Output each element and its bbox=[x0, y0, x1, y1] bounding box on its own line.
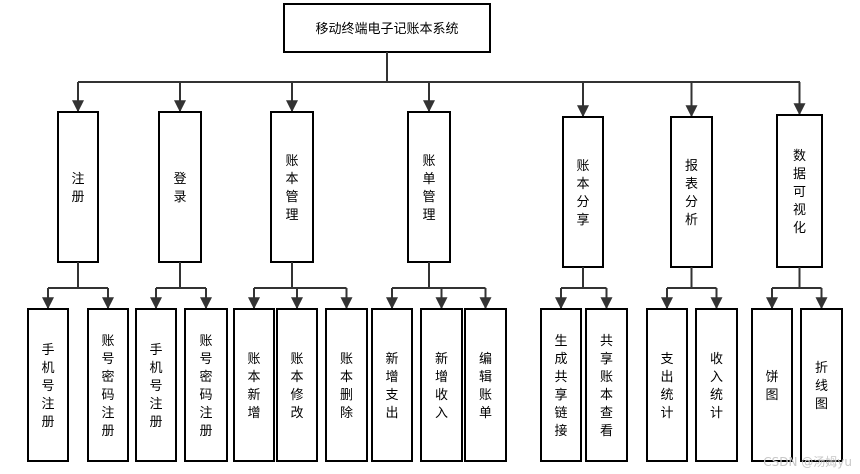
module-label: 账单管理 bbox=[422, 154, 435, 223]
submodule-label: 手机号注册 bbox=[149, 343, 162, 430]
submodule-box bbox=[420, 308, 463, 462]
submodule-label: 共享账本查看 bbox=[600, 334, 613, 439]
submodule-label: 账本删除 bbox=[340, 352, 353, 421]
submodule-box bbox=[325, 308, 368, 462]
submodule-label: 账号密码注册 bbox=[199, 334, 212, 439]
submodule-box bbox=[233, 308, 275, 462]
root-box bbox=[283, 3, 491, 53]
submodule-label: 新增收入 bbox=[435, 351, 448, 421]
root-label: 移动终端电子记账本系统 bbox=[315, 21, 458, 37]
submodule-label: 新增支出 bbox=[385, 351, 398, 421]
submodule-box bbox=[184, 308, 228, 462]
submodule-label: 账号密码注册 bbox=[101, 334, 114, 439]
submodule-box bbox=[800, 308, 843, 462]
submodule-label: 收入统计 bbox=[710, 352, 723, 421]
submodule-box bbox=[751, 308, 793, 462]
module-box bbox=[776, 114, 823, 268]
submodule-box bbox=[646, 308, 688, 462]
modules-layer: 注册手机号注册账号密码注册登录手机号注册账号密码注册账本管理账本新增账本修改账本… bbox=[27, 82, 843, 462]
module-label: 账本分享 bbox=[576, 159, 589, 228]
module-box bbox=[57, 111, 99, 263]
module-label: 注册 bbox=[71, 172, 84, 205]
module-box bbox=[158, 111, 202, 263]
submodule-box bbox=[87, 308, 129, 462]
submodule-box bbox=[371, 308, 413, 462]
module-box bbox=[562, 116, 604, 268]
submodule-label: 编辑账单 bbox=[479, 352, 492, 421]
submodule-box bbox=[540, 308, 582, 462]
submodule-box bbox=[276, 308, 318, 462]
module-box bbox=[407, 111, 451, 263]
submodule-label: 手机号注册 bbox=[41, 343, 54, 430]
module-label: 账本管理 bbox=[285, 154, 298, 223]
submodule-label: 支出统计 bbox=[660, 352, 673, 421]
submodule-label: 账本修改 bbox=[290, 352, 303, 421]
module-label: 登录 bbox=[173, 172, 186, 205]
submodule-box bbox=[464, 308, 507, 462]
module-label: 数据可视化 bbox=[793, 149, 806, 236]
submodule-label: 账本新增 bbox=[247, 352, 260, 421]
submodule-box bbox=[585, 308, 628, 462]
submodule-box bbox=[135, 308, 177, 462]
module-box bbox=[270, 111, 314, 263]
submodule-box bbox=[27, 308, 69, 462]
submodule-label: 饼图 bbox=[765, 370, 778, 403]
submodule-box bbox=[695, 308, 738, 462]
submodule-label: 生成共享链接 bbox=[554, 334, 567, 439]
module-label: 报表分析 bbox=[685, 159, 698, 228]
module-box bbox=[670, 116, 713, 268]
watermark: CSDN @汤姆yu bbox=[763, 455, 852, 469]
submodule-label: 折线图 bbox=[815, 361, 828, 412]
